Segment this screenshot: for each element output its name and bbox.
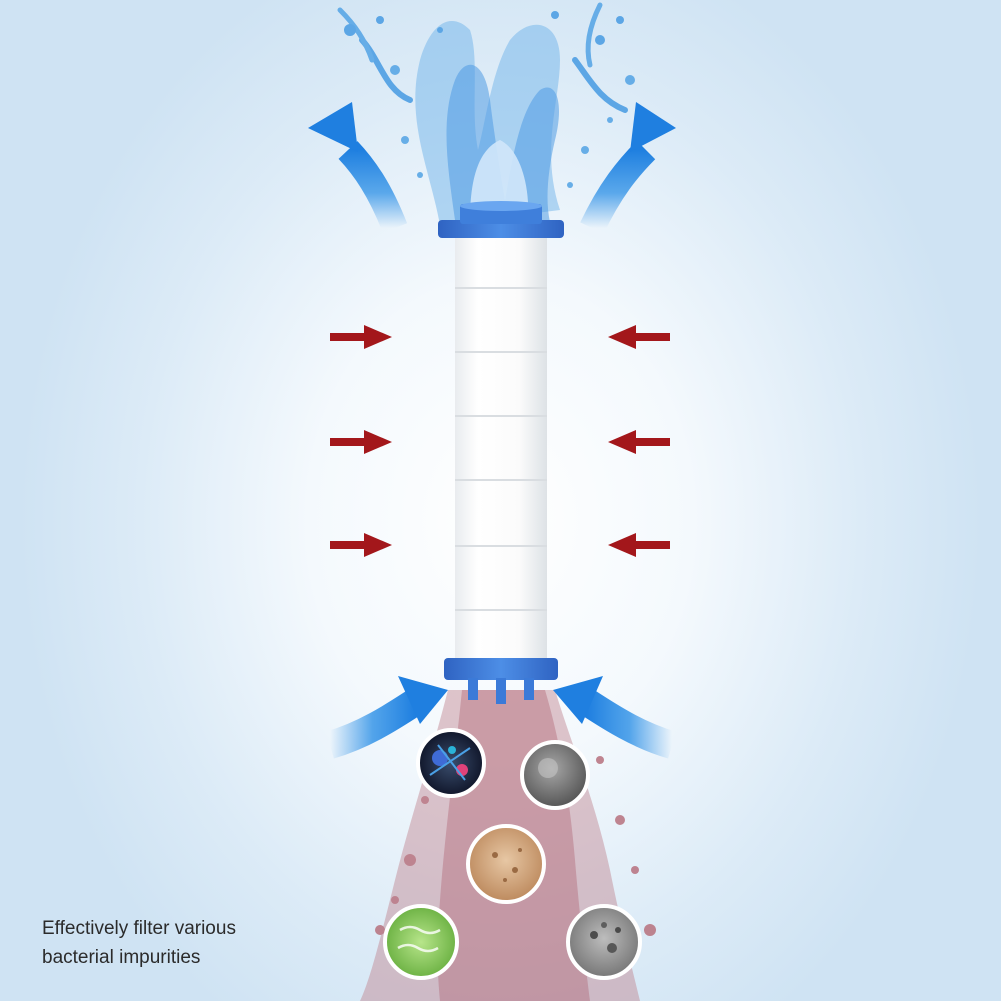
impurity-bacteria-icon <box>416 728 486 798</box>
pressure-arrow-right-2 <box>608 430 670 454</box>
filter-cartridge <box>438 201 564 704</box>
outflow-arrow-left <box>308 102 408 233</box>
impurity-rust-icon <box>466 824 546 904</box>
impurity-gravel-icon <box>566 904 642 980</box>
inflow-arrow-left <box>325 676 448 759</box>
outflow-arrow-right <box>580 102 676 234</box>
filter-top-cap <box>438 220 564 238</box>
inflow-arrow-right <box>553 676 677 759</box>
pressure-arrows <box>330 325 670 557</box>
impurity-sediment-icon <box>520 740 590 810</box>
pressure-arrow-left-1 <box>330 325 392 349</box>
clean-water-splash <box>337 2 635 225</box>
pressure-arrow-left-2 <box>330 430 392 454</box>
filter-bottom-cap <box>444 658 558 680</box>
caption-line-2: bacterial impurities <box>42 947 201 968</box>
pressure-arrow-right-3 <box>608 533 670 557</box>
caption-line-1: Effectively filter various <box>42 918 236 939</box>
impurity-microbe-icon <box>383 904 459 980</box>
pressure-arrow-right-1 <box>608 325 670 349</box>
pressure-arrow-left-3 <box>330 533 392 557</box>
caption-text: Effectively filter various bacterial imp… <box>42 914 236 972</box>
